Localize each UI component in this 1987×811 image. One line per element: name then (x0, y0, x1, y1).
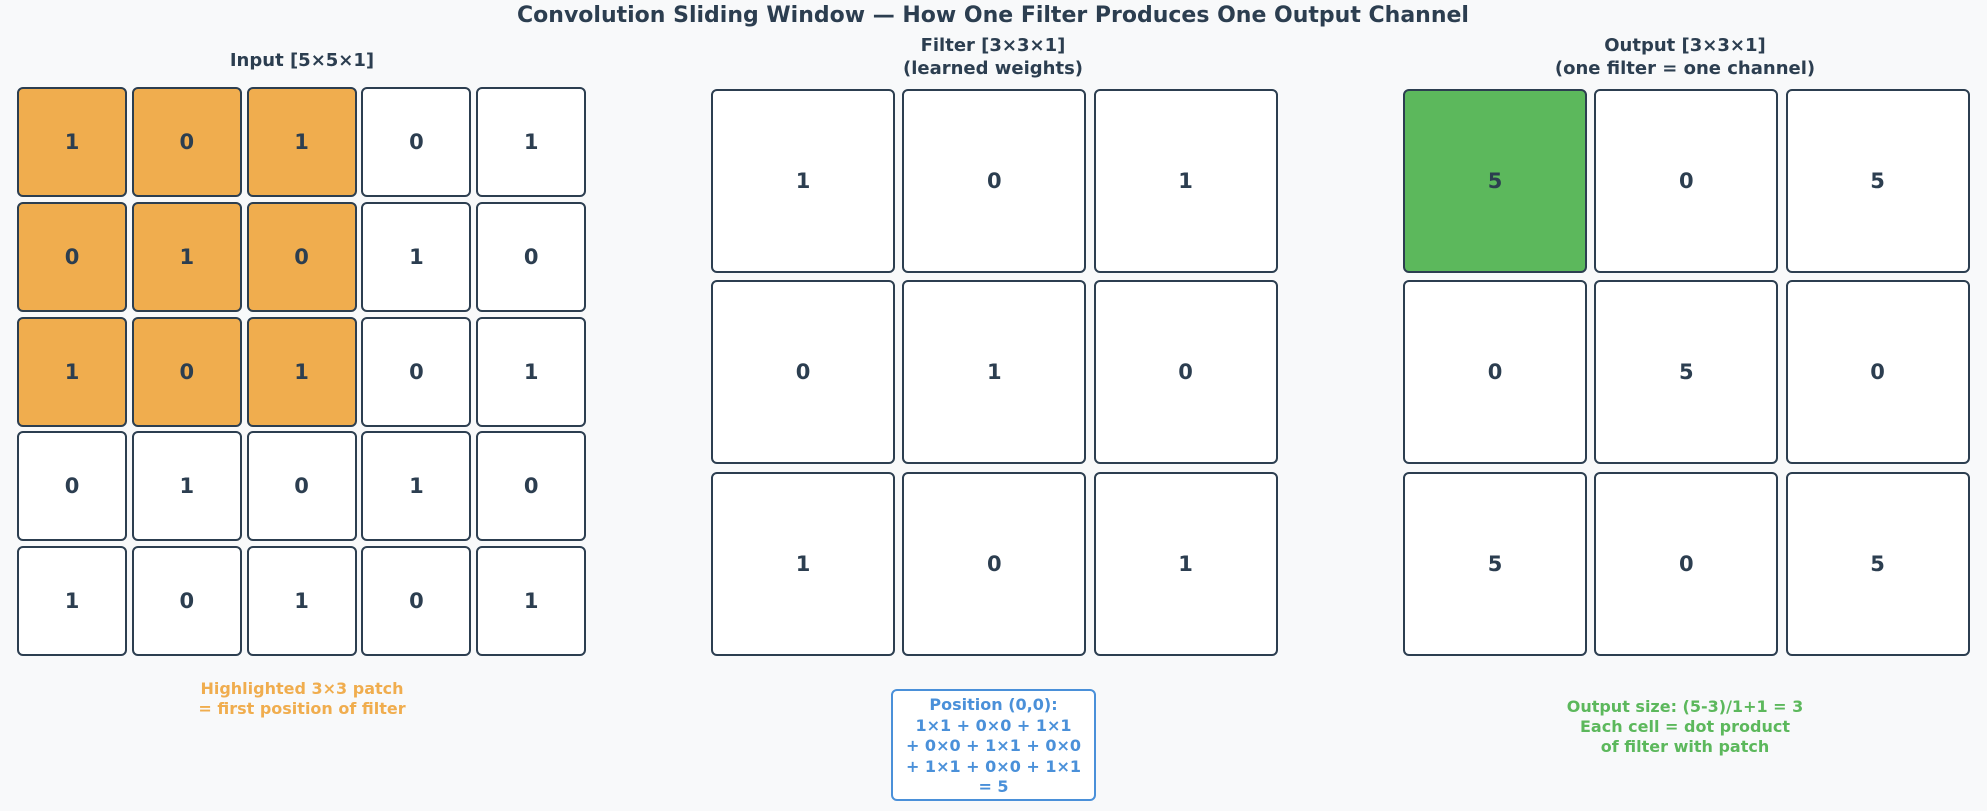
input-caption-line: Highlighted 3×3 patch (200, 679, 404, 698)
filter-title: Filter [3×3×1] (learned weights) (903, 34, 1083, 80)
input-caption-line: = first position of filter (198, 699, 406, 718)
diagram-title: Convolution Sliding Window — How One Fil… (517, 3, 1469, 28)
input-cell-2-1: 0 (131, 316, 242, 427)
input-cell-2-2: 1 (246, 316, 357, 427)
input-cell-3-1: 1 (131, 431, 242, 542)
output-cell-2-2: 5 (1785, 471, 1970, 656)
output-cell-0-2: 5 (1785, 89, 1970, 273)
output-caption-line: Each cell = dot product (1579, 717, 1790, 736)
input-cell-3-0: 0 (17, 431, 127, 542)
filter-cell-1-0: 0 (711, 280, 895, 465)
input-cell-4-0: 1 (17, 546, 127, 657)
input-cell-0-4: 1 (476, 87, 587, 197)
output-caption-line: of filter with patch (1600, 737, 1770, 756)
input-cell-1-1: 1 (131, 201, 242, 312)
output-cell-0-0: 5 (1403, 89, 1587, 273)
output-cell-0-1: 0 (1594, 89, 1779, 273)
calc-line: 1×1 + 0×0 + 1×1 (915, 715, 1072, 735)
input-cell-0-2: 1 (246, 87, 357, 197)
output-cell-1-2: 0 (1785, 280, 1970, 465)
output-cell-1-1: 5 (1594, 280, 1779, 465)
output-caption-line: Output size: (5-3)/1+1 = 3 (1566, 697, 1804, 716)
filter-cell-0-1: 0 (902, 89, 1087, 273)
input-cell-0-1: 0 (131, 87, 242, 197)
input-cell-2-3: 0 (361, 316, 472, 427)
input-cell-4-4: 1 (476, 546, 587, 657)
input-cell-0-0: 1 (17, 87, 127, 197)
output-cell-1-0: 0 (1403, 280, 1587, 465)
input-cell-4-2: 1 (246, 546, 357, 657)
calc-line: + 0×0 + 1×1 + 0×0 (905, 736, 1082, 755)
output-title: Output [3×3×1] (one filter = one channel… (1555, 34, 1815, 80)
input-cell-4-3: 0 (361, 546, 472, 657)
filter-title-line: Filter [3×3×1] (920, 35, 1066, 56)
output-cell-2-1: 0 (1594, 471, 1779, 656)
filter-cell-1-2: 0 (1093, 280, 1278, 465)
calc-line: + 1×1 + 0×0 + 1×1 (905, 756, 1082, 776)
calculation-box: Position (0,0): 1×1 + 0×0 + 1×1 + 0×0 + … (891, 689, 1096, 801)
input-cell-2-0: 1 (17, 316, 127, 427)
filter-cell-2-0: 1 (711, 471, 895, 656)
input-cell-3-4: 0 (476, 431, 587, 542)
input-cell-1-4: 0 (476, 201, 587, 312)
input-cell-1-2: 0 (246, 201, 357, 312)
calc-line: = 5 (978, 777, 1009, 796)
input-cell-0-3: 0 (361, 87, 472, 197)
output-caption: Output size: (5-3)/1+1 = 3 Each cell = d… (1567, 697, 1804, 757)
output-cell-2-0: 5 (1403, 471, 1587, 656)
filter-cell-2-2: 1 (1093, 471, 1278, 656)
filter-cell-2-1: 0 (902, 471, 1087, 656)
input-cell-1-3: 1 (361, 201, 472, 312)
input-cell-2-4: 1 (476, 316, 587, 427)
input-cell-4-1: 0 (131, 546, 242, 657)
calc-line: Position (0,0): (929, 695, 1058, 714)
input-cell-1-0: 0 (17, 201, 127, 312)
filter-cell-0-0: 1 (711, 89, 895, 273)
filter-subtitle-line: (learned weights) (902, 58, 1084, 79)
input-title: Input [5×5×1] (229, 50, 375, 71)
input-cell-3-2: 0 (246, 431, 357, 542)
output-title-line: Output [3×3×1] (1604, 35, 1766, 56)
input-cell-3-3: 1 (361, 431, 472, 542)
output-subtitle-line: (one filter = one channel) (1554, 58, 1816, 79)
filter-cell-0-2: 1 (1093, 89, 1278, 273)
input-caption: Highlighted 3×3 patch = first position o… (198, 679, 405, 719)
filter-cell-1-1: 1 (902, 280, 1087, 465)
